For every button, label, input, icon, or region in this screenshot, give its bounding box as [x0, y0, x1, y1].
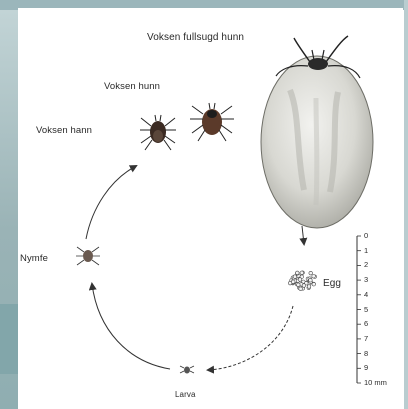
- egg: [298, 278, 302, 282]
- scale-tick-label: 7: [364, 334, 368, 343]
- label-adult-male: Voksen hann: [36, 125, 92, 136]
- egg: [312, 275, 316, 279]
- egg: [309, 271, 313, 275]
- egg: [300, 271, 304, 275]
- egg: [297, 283, 301, 287]
- scale-tick-label: 2: [364, 260, 368, 269]
- scale-tick-label: 6: [364, 319, 368, 328]
- engorged-female-tick: [261, 36, 373, 228]
- egg: [293, 275, 297, 279]
- egg: [296, 271, 300, 275]
- egg: [291, 280, 295, 284]
- label-adult-female: Voksen hunn: [104, 81, 160, 92]
- egg: [307, 285, 311, 289]
- label-engorged-female: Voksen fullsugd hunn: [147, 32, 244, 43]
- scale-tick-label: 5: [364, 305, 368, 314]
- scale-tick-label: 0: [364, 231, 368, 240]
- scale-tick-label: 4: [364, 290, 368, 299]
- scale-tick-label: 3: [364, 275, 368, 284]
- label-egg: Egg: [323, 278, 341, 289]
- label-larva: Larva: [175, 390, 196, 399]
- egg: [302, 284, 306, 288]
- arrow-engorged-to-egg: [302, 226, 304, 244]
- scale-tick-label: 10 mm: [364, 378, 387, 387]
- scale-bar: [357, 236, 361, 383]
- adult-female-tick: [190, 103, 234, 141]
- label-nymph: Nymfe: [20, 253, 48, 264]
- cycle-arrow-larva-to-nymph: [92, 284, 170, 369]
- nymph-tick: [76, 247, 100, 265]
- larva-tick: [180, 366, 194, 374]
- cycle-arrow-egg-to-larva: [208, 306, 293, 370]
- egg: [299, 287, 303, 291]
- scale-tick-label: 9: [364, 363, 368, 372]
- scale-tick-label: 1: [364, 246, 368, 255]
- egg-cluster: [288, 271, 316, 291]
- egg: [309, 278, 313, 282]
- scale-tick-label: 8: [364, 349, 368, 358]
- adult-male-tick: [140, 115, 176, 150]
- cycle-arrow-nymph-to-adults: [86, 166, 136, 239]
- egg: [312, 282, 316, 286]
